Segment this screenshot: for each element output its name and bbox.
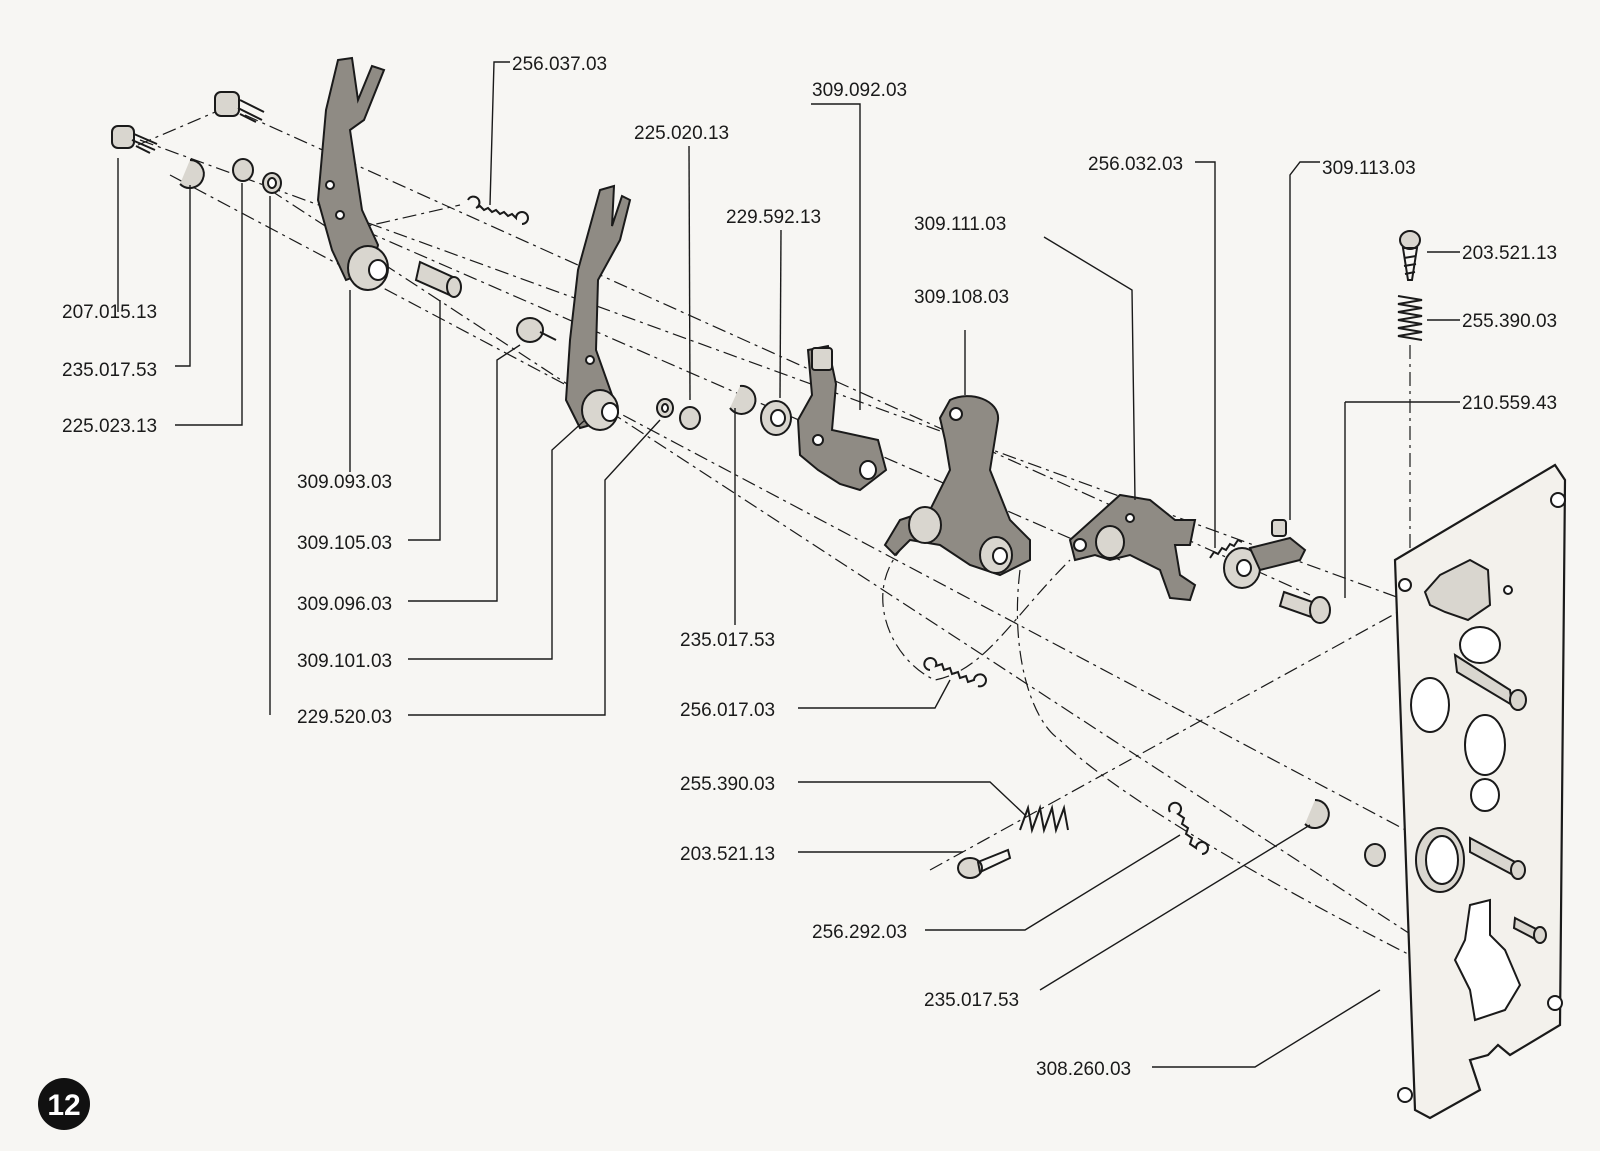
part-label: 203.521.13 [680,844,775,865]
part-label: 309.105.03 [297,533,392,554]
e-ring-235-017-53-left [179,159,205,189]
part-label: 229.520.03 [297,707,392,728]
bracket-309-092-03 [796,344,888,492]
e-ring-235-017-53-center [729,384,757,415]
part-label: 207.015.13 [62,302,157,323]
part-label: 225.023.13 [62,416,157,437]
leader-lines [117,61,1460,1068]
part-label: 256.037.03 [512,54,607,75]
catch-309-113-03 [1223,519,1307,589]
part-label: 210.559.43 [1462,393,1557,414]
screw-upper [214,91,265,123]
bushing-309-096-03 [516,317,557,343]
spring-256-292-03 [1168,801,1209,855]
part-label: 309.108.03 [914,287,1009,308]
figure-number: 12 [47,1089,80,1122]
part-label: 235.017.53 [924,990,1019,1011]
spring-255-390-03-lower [1019,804,1069,834]
base-plate-308-260-03 [1364,463,1567,1120]
spring-256-032-03 [1209,538,1243,559]
part-label: 235.017.53 [62,360,157,381]
spring-255-390-03-top [1397,295,1423,341]
spring-256-017-03 [923,657,987,688]
part-label: 256.292.03 [812,922,907,943]
lever-309-101-03 [564,184,632,431]
part-label: 309.092.03 [812,80,907,101]
nut-225-020-13 [679,406,701,430]
part-label: 229.592.13 [726,207,821,228]
lever-309-111-03 [1068,493,1197,602]
part-label: 235.017.53 [680,630,775,651]
part-label: 256.017.03 [680,700,775,721]
screw-207-015-13 [111,125,158,154]
lever-309-093-03 [316,56,389,291]
screw-203-521-13-top [1399,230,1421,281]
part-labels: 256.037.03 309.092.03 225.020.13 229.592… [62,54,1557,1080]
part-label: 203.521.13 [1462,243,1557,264]
screw-210-559-43 [1278,590,1331,624]
washer-229-592-13 [760,400,792,436]
screw-203-521-13-lower [957,848,1012,879]
e-ring-235-017-53-lower [1304,799,1330,829]
lever-309-108-03 [883,395,1031,577]
part-label: 309.113.03 [1322,158,1416,179]
nut-225-023-13 [232,158,254,182]
part-label: 225.020.13 [634,123,729,144]
part-label: 308.260.03 [1036,1059,1131,1080]
washer-small [656,398,674,418]
part-label: 309.093.03 [297,472,392,493]
part-label: 255.390.03 [1462,311,1557,332]
spring-256-037-03 [467,195,529,225]
washer-229-520-03 [262,172,282,194]
part-label: 309.096.03 [297,594,392,615]
part-label: 256.032.03 [1088,154,1183,175]
part-label: 309.101.03 [297,651,392,672]
pin-309-105-03 [414,260,462,298]
figure-number-badge: 12 [38,1078,90,1130]
part-label: 255.390.03 [680,774,775,795]
part-label: 309.111.03 [914,214,1006,235]
